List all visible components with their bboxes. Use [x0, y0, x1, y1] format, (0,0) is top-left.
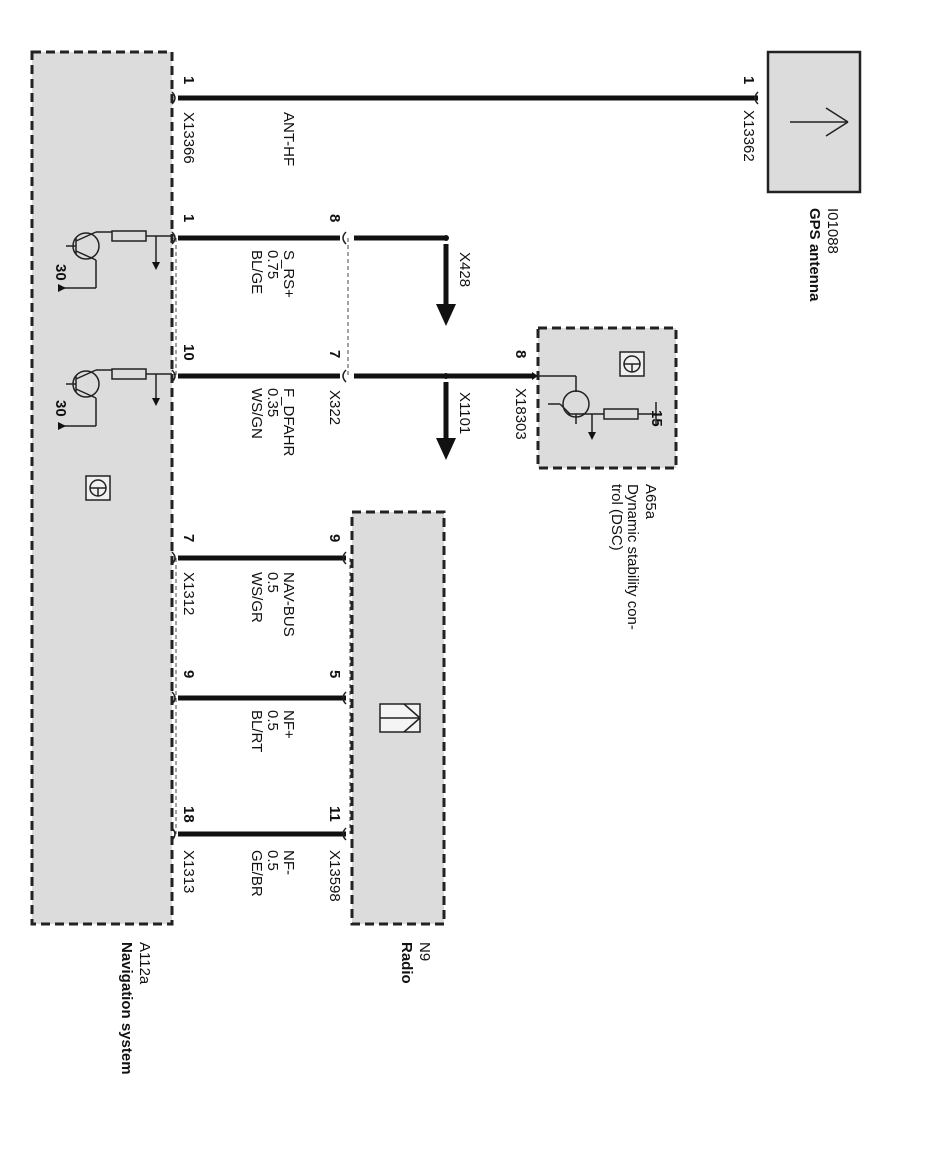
antenna-icon: [790, 107, 849, 137]
wire-6-signal: NF-: [280, 850, 297, 875]
wire-6-size: 0.5: [264, 850, 281, 871]
arrow-x1101-head: [436, 438, 456, 460]
wire-5-size: 0.5: [264, 710, 281, 731]
wire-3-signal: F_DFAHR: [280, 388, 297, 457]
wire-4-signal: NAV-BUS: [280, 572, 297, 637]
antenna-connector: X13362: [740, 110, 757, 162]
radio-code: N9: [416, 942, 433, 961]
wire-1-nav-pin: 1: [180, 76, 197, 84]
wire-6-color: GE/BR: [248, 850, 265, 897]
wire-2-far-pin: 8: [326, 214, 343, 222]
splice-x428: X428: [456, 252, 473, 287]
wire-2-color: BL/GE: [248, 250, 265, 294]
splice-x428-dot: [443, 235, 449, 241]
control-unit-icon: [619, 351, 645, 377]
wire-5-color: BL/RT: [248, 710, 265, 752]
wire-4-size: 0.5: [264, 572, 281, 593]
wire-5-far-pin: 5: [326, 670, 343, 678]
dsc-name-1: Dynamic stability con-: [624, 484, 641, 630]
wire-4-far-pin: 9: [326, 534, 343, 542]
control-unit-icon: [85, 475, 111, 501]
wire-6-nav-conn: X1313: [180, 850, 197, 893]
splice-x1101-dot: [443, 373, 449, 379]
wire-3-far-conn: X322: [326, 390, 343, 425]
wire-6-nav-pin: 18: [180, 806, 197, 823]
dsc-name-2: trol (DSC): [608, 484, 625, 551]
nav-code: A112a: [136, 942, 153, 985]
wire-2-signal: S_RS+: [280, 250, 297, 298]
arrow-x428-head: [436, 304, 456, 326]
dsc-connector-label: X18303: [512, 388, 529, 440]
wire-1-signal: ANT-HF: [280, 112, 297, 166]
dsc-pin: 8: [512, 350, 529, 358]
wire-4-color: WS/GR: [248, 572, 265, 623]
wire-4-nav-conn: X1312: [180, 572, 197, 615]
wire-4-nav-pin: 7: [180, 534, 197, 542]
antenna-name: GPS antenna: [806, 208, 823, 302]
wire-3-nav-pin: 10: [180, 344, 197, 361]
transistor-icon: [62, 230, 172, 289]
wire-3-far-pin: 7: [326, 350, 343, 358]
dsc-supply: 15: [648, 410, 665, 427]
wire-2-nav-pin: 1: [180, 214, 197, 222]
ground-arrow: [152, 262, 160, 270]
antenna-code: I01088: [824, 208, 841, 254]
nav-name: Navigation system: [118, 942, 135, 1075]
supply-30-top: 30: [52, 264, 69, 281]
wire-3-color: WS/GN: [248, 388, 265, 439]
supply-arrow: [58, 284, 66, 292]
connector-hooks: [171, 231, 347, 841]
antenna-pin: 1: [740, 76, 757, 84]
dsc-box: [536, 326, 678, 470]
dsc-code: A65a: [642, 484, 659, 520]
connector-nav-ant: [171, 91, 759, 105]
wire-1-nav-conn: X13366: [180, 112, 197, 164]
wire-5-nav-pin: 9: [180, 670, 197, 678]
wire-6-far-conn: X13598: [326, 850, 343, 902]
wire-5-signal: NF+: [280, 710, 297, 739]
ground-arrow: [588, 432, 596, 440]
wire-3-size: 0.35: [264, 388, 281, 417]
radio-name: Radio: [398, 942, 415, 984]
dsc-connector: [532, 372, 538, 380]
wire-2-size: 0.75: [264, 250, 281, 279]
transistor-icon: [62, 368, 172, 427]
splice-x1101: X1101: [456, 392, 473, 434]
speaker-icon: [379, 703, 421, 733]
wire-6-far-pin: 11: [326, 806, 343, 822]
supply-arrow: [58, 422, 66, 430]
ground-arrow: [152, 398, 160, 406]
supply-30-bottom: 30: [52, 400, 69, 417]
